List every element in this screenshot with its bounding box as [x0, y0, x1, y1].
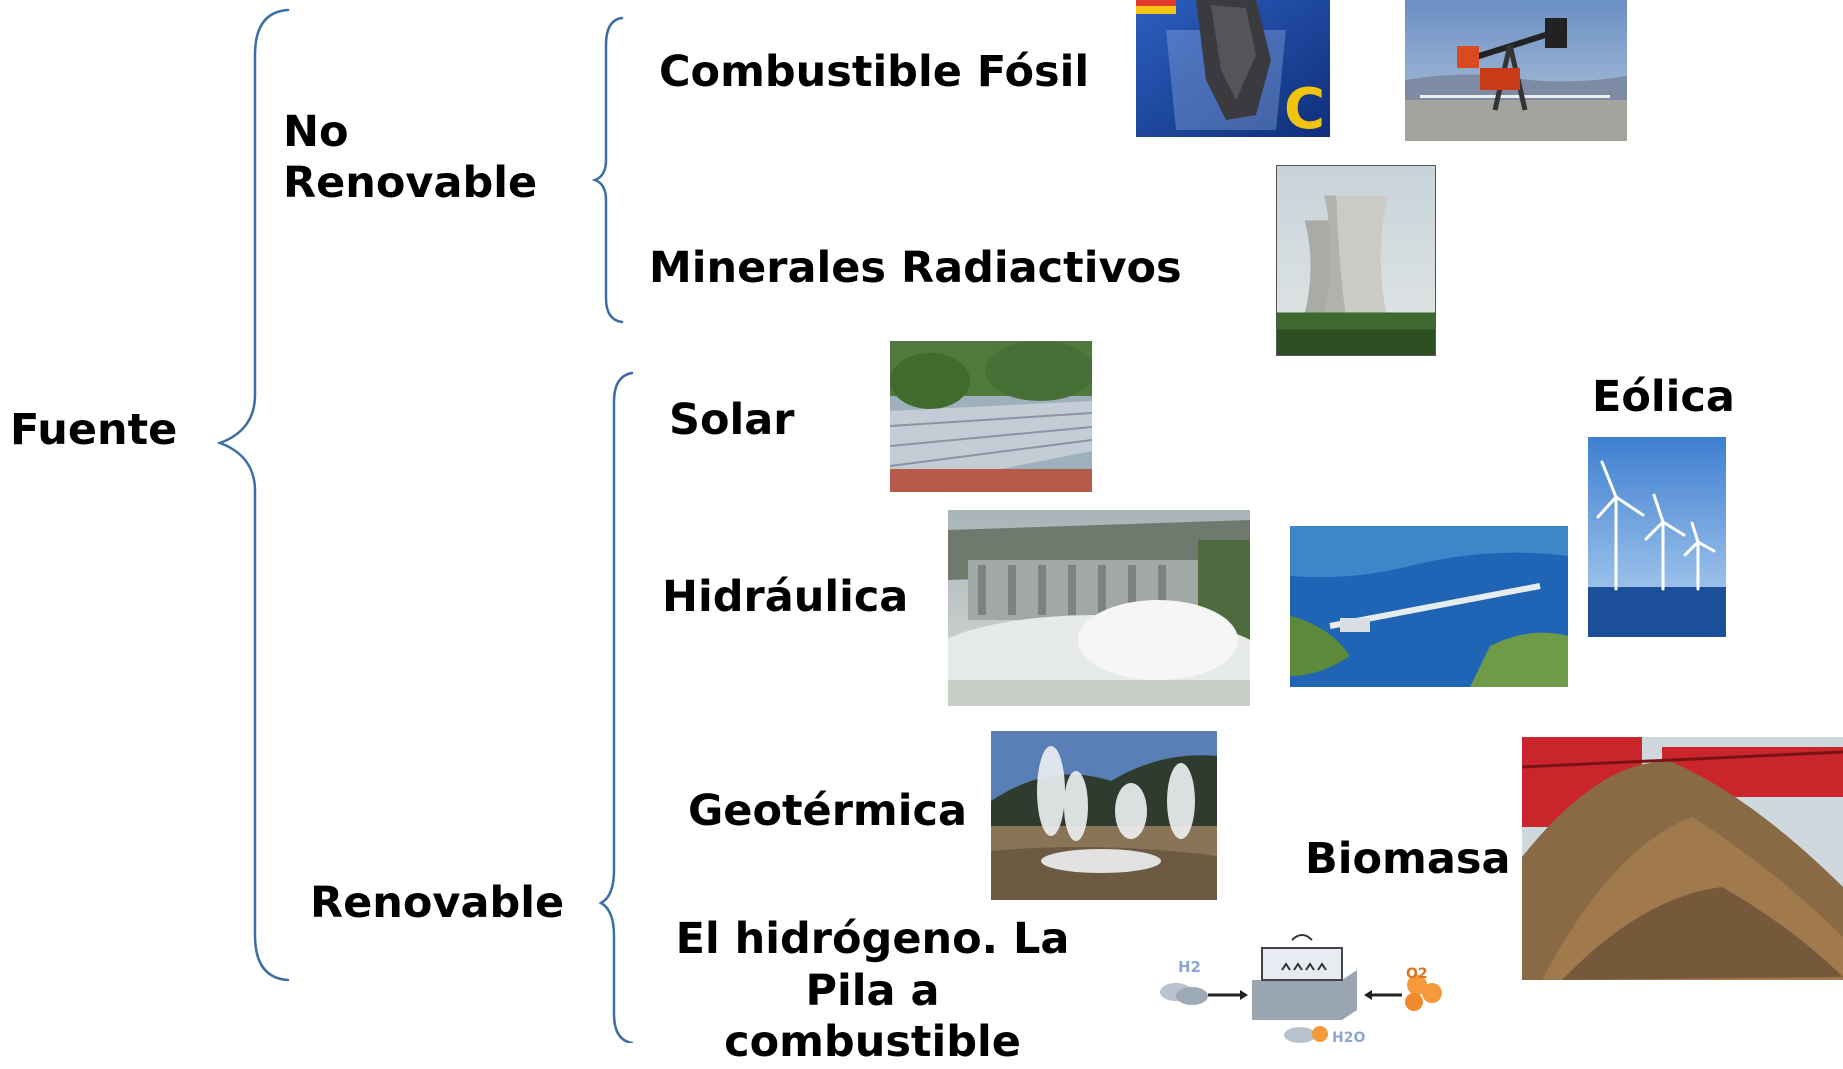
nuclear-plant-photo — [1276, 165, 1436, 356]
root-label: Fuente — [10, 405, 178, 455]
h2o-out-label: H2O — [1332, 1030, 1365, 1043]
dam-photo — [948, 510, 1250, 706]
carbon-symbol: C — [1284, 77, 1325, 137]
coal-photo: C — [1136, 0, 1330, 137]
oil-pump-photo — [1405, 0, 1627, 141]
no-renovable-label: No Renovable — [283, 107, 538, 208]
renovable-brace — [598, 371, 634, 1043]
radiactivos-label: Minerales Radiactivos — [649, 243, 1182, 293]
wind-turbines-photo — [1588, 437, 1726, 637]
renovable-label: Renovable — [310, 878, 565, 928]
o2-in-label: O2 — [1406, 966, 1428, 982]
geotermica-label: Geotérmica — [688, 786, 967, 836]
aerial-dam-photo — [1290, 526, 1568, 687]
biomasa-label: Biomasa — [1305, 834, 1511, 884]
fuel-cell-diagram: H2 O2 H2O — [1152, 930, 1464, 1043]
root-brace — [216, 8, 290, 982]
fosil-label: Combustible Fósil — [659, 47, 1090, 97]
no-renovable-brace — [591, 16, 624, 324]
solar-label: Solar — [669, 395, 795, 445]
hidraulica-label: Hidráulica — [662, 572, 909, 622]
biomass-photo — [1522, 737, 1843, 980]
hidrogeno-label: El hidrógeno. La Pila a combustible — [675, 914, 1070, 1068]
geothermal-photo — [991, 731, 1217, 900]
eolica-label: Eólica — [1592, 372, 1735, 422]
solar-panels-photo — [890, 341, 1092, 492]
h2-in-label: H2 — [1178, 958, 1201, 976]
